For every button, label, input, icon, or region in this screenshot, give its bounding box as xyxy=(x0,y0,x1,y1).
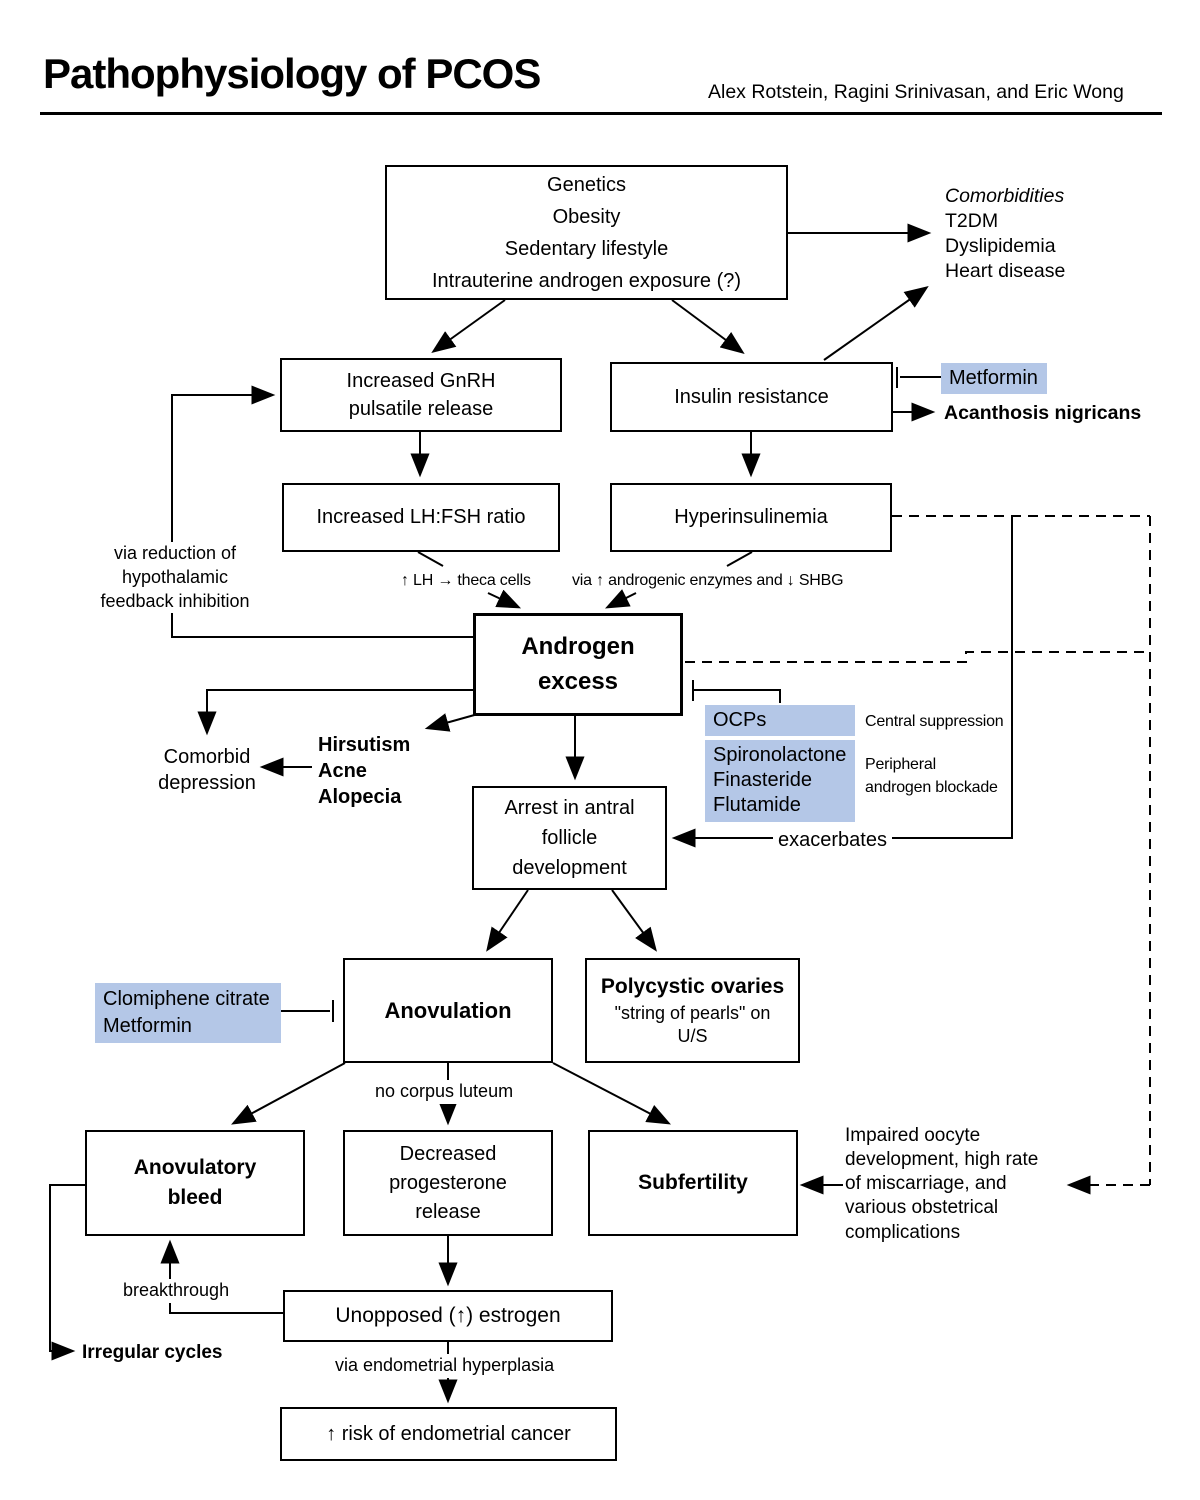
node-arrest-follicle: Arrest in antral follicle development xyxy=(472,786,667,890)
inhibit-clomiphene-to-anovulation xyxy=(281,1000,334,1022)
arrow-insulin-to-heartdisease xyxy=(823,286,929,361)
node-polycystic-ovaries: Polycystic ovaries "string of pearls" on … xyxy=(585,958,800,1063)
label-acanthosis-nigricans: Acanthosis nigricans xyxy=(944,402,1142,424)
polycystic-title: Polycystic ovaries xyxy=(600,975,785,999)
chip-antiandrogens: Spironolactone Finasteride Flutamide xyxy=(705,740,855,822)
dashed-androgen-right xyxy=(685,651,1150,663)
label-via-endometrial-hyperplasia: via endometrial hyperplasia xyxy=(330,1354,560,1378)
label-irregular-cycles: Irregular cycles xyxy=(82,1342,223,1363)
node-risk-factors: Genetics Obesity Sedentary lifestyle Int… xyxy=(385,165,788,300)
label-comorbid-depression: Comorbid depression xyxy=(158,746,256,795)
authors: Alex Rotstein, Ragini Srinivasan, and Er… xyxy=(708,81,1124,103)
chip-metformin: Metformin xyxy=(941,363,1047,395)
label-no-corpus-luteum: no corpus luteum xyxy=(370,1080,519,1104)
node-endometrial-cancer-risk: ↑ risk of endometrial cancer xyxy=(280,1407,617,1461)
note-impaired-oocyte: Impaired oocyte development, high rate o… xyxy=(845,1125,1039,1243)
node-increased-gnrh: Increased GnRH pulsatile release xyxy=(280,358,562,432)
label-derm-signs: Hirsutism Acne Alopecia xyxy=(318,734,411,808)
arrow-anovulation-to-subfertility xyxy=(552,1062,671,1125)
node-decreased-progesterone: Decreased progesterone release xyxy=(343,1130,553,1236)
label-peripheral-blockade: Peripheral androgen blockade xyxy=(865,756,998,797)
arrow-loop-to-irregular-cycles xyxy=(49,1184,85,1361)
page-title: Pathophysiology of PCOS xyxy=(43,50,541,97)
note-feedback-inhibition: via reduction of hypothalamic feedback i… xyxy=(70,542,280,614)
arrow-riskfactors-to-insulin xyxy=(671,299,745,355)
arrow-androgenic-note-to-androgen xyxy=(604,589,637,609)
inhibit-metformin-to-insulin xyxy=(896,367,941,388)
label-exacerbates: exacerbates xyxy=(773,827,892,854)
chip-ocps: OCPs xyxy=(705,705,855,737)
arrow-androgen-to-derm xyxy=(424,713,479,732)
note-lh-theca-cells: ↑ LH → theca cells xyxy=(401,572,531,589)
arrow-riskfactors-to-gnrh xyxy=(431,299,506,353)
node-subfertility: Subfertility xyxy=(588,1130,798,1236)
arrow-androgen-to-depression xyxy=(197,689,473,736)
arrow-theca-note-to-androgen xyxy=(487,589,522,609)
arrow-anovulation-to-bleed xyxy=(231,1062,346,1125)
tail-hyper-to-androgenic-note xyxy=(726,551,753,567)
header-divider xyxy=(40,112,1162,115)
node-insulin-resistance: Insulin resistance xyxy=(610,362,893,432)
node-anovulation: Anovulation xyxy=(343,958,553,1063)
note-androgenic-enzymes-shbg: via ↑ androgenic enzymes and ↓ SHBG xyxy=(572,572,844,589)
tail-lhfsh-to-theca-note xyxy=(417,551,444,567)
node-hyperinsulinemia: Hyperinsulinemia xyxy=(610,483,892,552)
comorbidities-title: Comorbidities xyxy=(945,185,1065,207)
node-lh-fsh-ratio: Increased LH:FSH ratio xyxy=(282,483,560,552)
label-breakthrough: breakthrough xyxy=(118,1279,235,1303)
inhibit-ocps-to-androgen xyxy=(692,680,781,703)
node-anovulatory-bleed: Anovulatory bleed xyxy=(85,1130,305,1236)
arrow-arrest-to-anovulation xyxy=(486,889,529,952)
chip-clomiphene-metformin: Clomiphene citrate Metformin xyxy=(95,983,281,1043)
polycystic-subtitle: "string of pearls" on U/S xyxy=(614,1003,771,1047)
arrow-arrest-to-polycystic xyxy=(611,889,657,952)
comorbidities-items: T2DM Dyslipidemia Heart disease xyxy=(945,209,1066,282)
label-central-suppression: Central suppression xyxy=(865,713,1004,730)
node-unopposed-estrogen: Unopposed (↑) estrogen xyxy=(283,1290,613,1342)
node-androgen-excess: Androgen excess xyxy=(473,613,683,716)
